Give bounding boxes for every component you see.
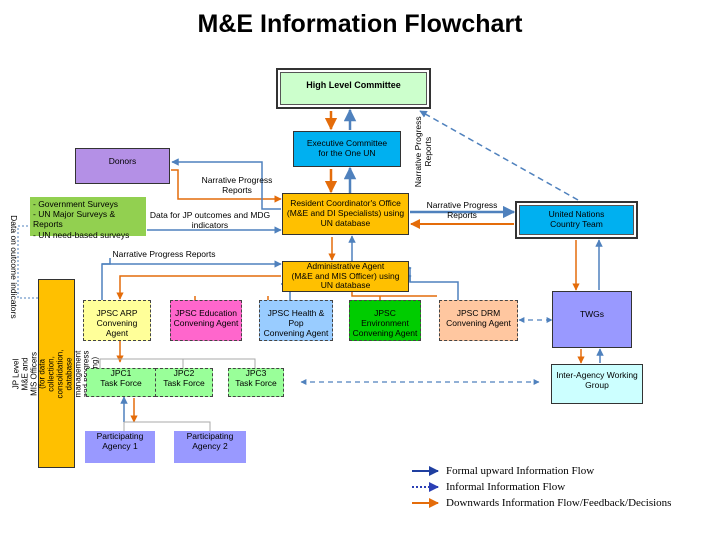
agency2-label: Participating Agency 2 [186,431,234,451]
jpc1-label: JPC1 Task Force [100,368,142,388]
jpc2-label: JPC2 Task Force [163,368,205,388]
uncountry-label: United Nations Country Team [548,209,605,229]
label-narr-vertical: Narrative Progress Reports [413,116,433,188]
label-narr-un: Narrative Progress Reports [426,200,498,220]
node-jpsc-arp: JPSC ARP Convening Agent [83,300,151,341]
node-donors: Donors [75,148,170,184]
admin-label: Administrative Agent (M&E and MIS Office… [291,260,400,291]
node-twgs: TWGs [552,291,632,348]
node-agency1: Participating Agency 1 [85,431,155,463]
node-admin-agent: Administrative Agent (M&E and MIS Office… [282,261,409,292]
label-data-outcome: Data on outcome indicators [8,215,19,319]
jpc3-label: JPC3 Task Force [235,368,277,388]
arrow-donors-to-rco [171,169,282,203]
high-level-label: High Level Committee [306,80,401,90]
donors-label: Donors [108,156,137,166]
interagency-label: Inter-Agency Working Group [556,370,638,390]
legend-upward: Formal upward Information Flow [446,465,594,477]
jpsc-env-label: JPSC Environment Convening Agent [352,308,418,338]
jpsc-drm-label: JPSC DRM Convening Agent [446,308,511,328]
arrow-admin-to-arp [116,275,281,300]
surveys-label: - Government Surveys - UN Major Surveys … [33,199,130,240]
node-jp-level: JP Level M&E and MIS Officers (for data … [12,279,100,468]
node-exec-committee: Executive Committee for the One UN [293,131,401,167]
jpsc-health-label: JPSC Health & Pop Convening Agent [263,308,329,338]
arrow-jp-to-surveys [17,225,29,298]
rco-label: Resident Coordinator's Office (M&E and D… [286,198,405,228]
node-inter-agency: Inter-Agency Working Group [551,364,643,404]
surveys-list: - Government Surveys - UN Major Surveys … [30,197,146,240]
arrow-admin-to-row [351,292,437,297]
node-jpsc-health: JPSC Health & Pop Convening Agent [259,300,333,341]
arrow-uncountry-to-high [419,110,579,201]
page-title: M&E Information Flowchart [197,10,523,38]
legend-downward-label: Downwards Information Flow/Feedback/Deci… [446,497,672,509]
node-jpsc-drm: JPSC DRM Convening Agent [439,300,518,341]
legend-upward-label: Formal upward Information Flow [446,465,595,477]
node-jpc2: JPC2 Task Force [155,368,213,397]
node-agency2: Participating Agency 2 [174,431,246,463]
node-jpc3: JPC3 Task Force [228,368,284,397]
agency-connector [124,421,211,431]
legend-informal: Informal Information Flow [446,481,565,493]
label-narr-donors: Narrative Progress Reports [201,175,273,195]
node-un-country-team: United Nations Country Team [515,201,638,239]
label-narr-admin: Narrative Progress Reports [112,249,216,259]
jpsc-edu-label: JPSC Education Convening Agent [173,308,239,328]
arrow-jpc-row-to-arp [99,358,256,368]
twgs-label: TWGs [579,309,605,319]
label-data-jp: Data for JP outcomes and MDG indicators [149,210,271,230]
node-jpsc-edu: JPSC Education Convening Agent [170,300,242,341]
legend-downward: Downwards Information Flow/Feedback/Deci… [446,497,671,509]
node-high-level: High Level Committee [276,68,431,109]
node-jpc1: JPC1 Task Force [86,368,156,397]
legend-informal-label: Informal Information Flow [446,481,566,493]
exec-label: Executive Committee for the One UN [306,138,388,158]
node-rco: Resident Coordinator's Office (M&E and D… [282,193,409,235]
jpsc-arp-label: JPSC ARP Convening Agent [96,308,138,338]
agency1-label: Participating Agency 1 [96,431,144,451]
arrow-rco-to-donors [171,158,281,210]
node-jpsc-env: JPSC Environment Convening Agent [349,300,421,341]
